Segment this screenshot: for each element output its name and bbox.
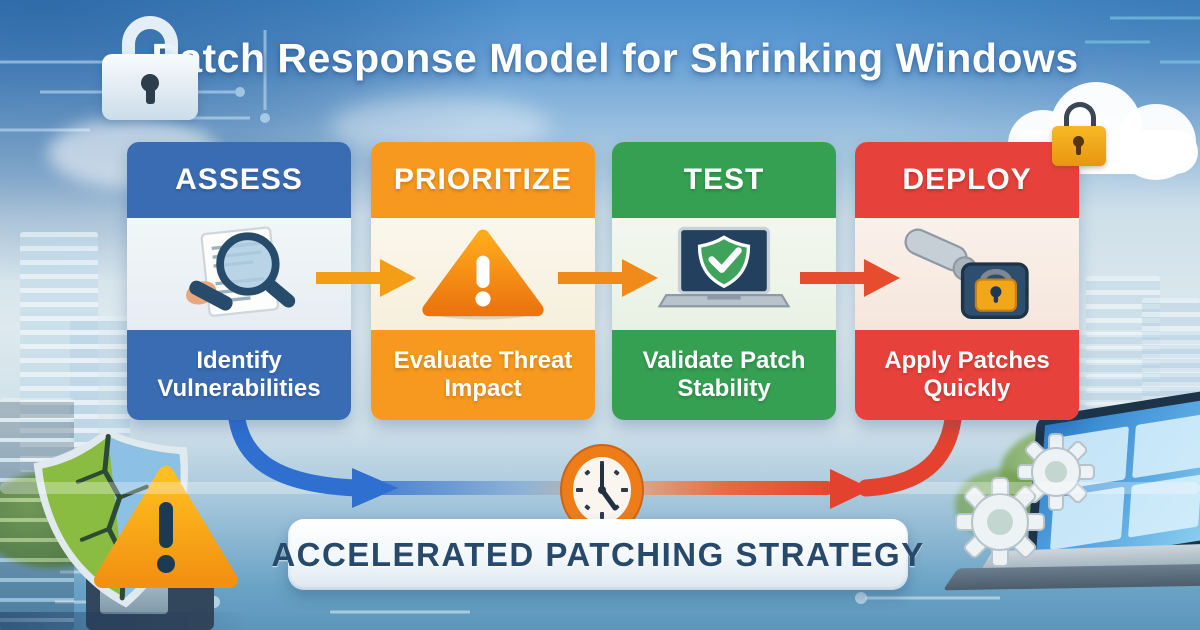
cloud-padlock-keyhole-stem	[1076, 144, 1081, 155]
step-description: Identify Vulnerabilities	[127, 330, 351, 420]
cloud-padlock-keyhole	[1073, 136, 1084, 147]
step-description: Apply Patches Quickly	[855, 330, 1079, 420]
step-card-assess: ASSESS Identify Vulnerabilities	[127, 142, 351, 420]
step-title: PRIORITIZE	[371, 142, 595, 218]
strategy-banner: ACCELERATED PATCHING STRATEGY	[271, 519, 923, 590]
strategy-banner-label: ACCELERATED PATCHING STRATEGY	[271, 535, 925, 573]
step-title: TEST	[612, 142, 836, 218]
gears-icon	[955, 433, 1095, 567]
clock-icon	[560, 444, 644, 536]
city-building	[20, 232, 98, 472]
alert-triangle-icon	[94, 466, 238, 588]
cloud-padlock-icon	[1064, 102, 1096, 134]
flow-arrow-icon	[800, 259, 900, 297]
step-description: Validate Patch Stability	[612, 330, 836, 420]
step-title: DEPLOY	[855, 142, 1079, 218]
padlock-keyhole-stem	[146, 87, 155, 104]
flow-arrow-icon	[316, 259, 416, 297]
bottom-shade	[0, 612, 250, 630]
flow-arrow-icon	[558, 259, 658, 297]
page-title: Patch Response Model for Shrinking Windo…	[151, 34, 1079, 81]
step-description: Evaluate Threat Impact	[371, 330, 595, 420]
step-title: ASSESS	[127, 142, 351, 218]
magnifier-document-icon	[127, 218, 351, 330]
